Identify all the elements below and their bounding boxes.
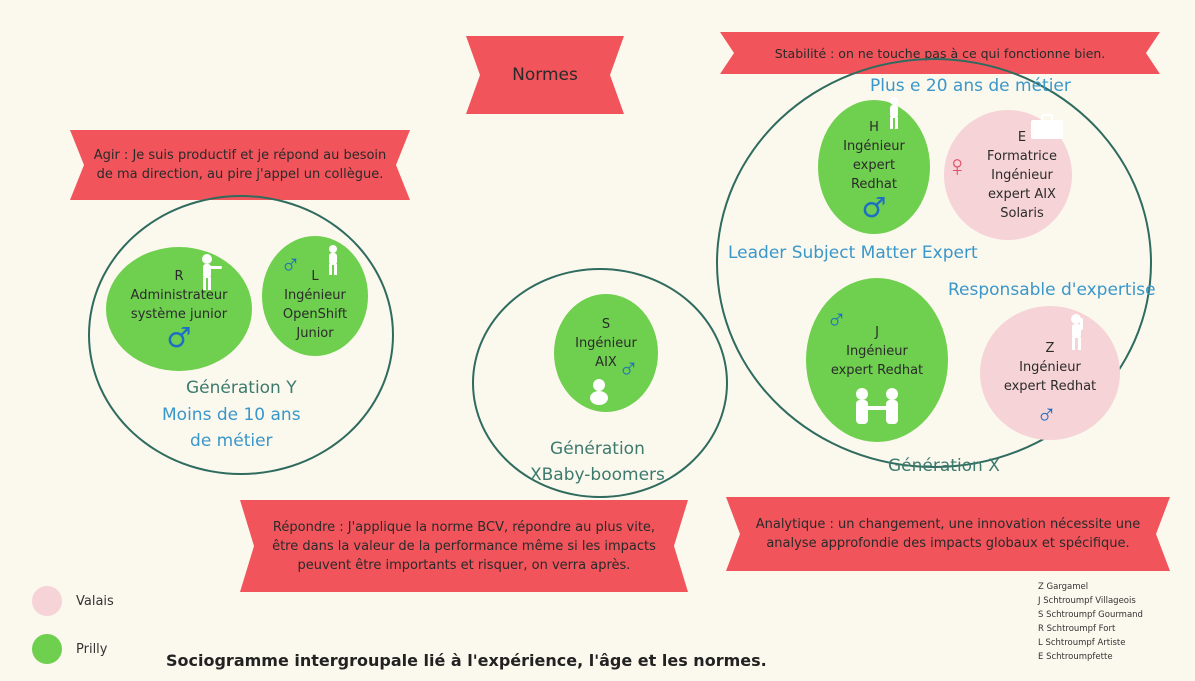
node-l: L Ingénieur OpenShift Junior [262,236,368,356]
node-z: Z Ingénieur expert Redhat [980,306,1120,440]
briefcase-icon [1031,114,1063,139]
person-standing-icon [890,97,898,129]
node-s: S Ingénieur AIX [554,294,658,412]
agir-banner: Agir : Je suis productif et je répond au… [70,130,410,200]
generation-x-label: Génération X [888,456,1000,476]
person-pointing-icon [202,254,222,290]
node-h-text: H Ingénieur expert Redhat [843,120,905,192]
x-experience-label: Plus e 20 ans de métier [870,76,1071,96]
female-icon: ♀ [946,150,969,183]
responsable-label: Responsable d'expertise [948,280,1156,300]
node-l-text: L Ingénieur OpenShift Junior [282,269,348,341]
page-title: Sociogramme intergroupale lié à l'expéri… [166,651,767,670]
legend-valais-label: Valais [76,594,114,609]
leader-label: Leader Subject Matter Expert [728,243,978,263]
legend-valais-dot [32,586,62,616]
key-item: Z Gargamel [1038,582,1089,592]
male-icon: ♂ [861,191,887,224]
node-e-text: E Formatrice Ingénieur expert AIX Solari… [987,129,1057,221]
generation-y-subtitle: Moins de 10 ans de métier [162,405,301,451]
node-r-text: R Administrateur système junior [130,268,228,322]
person-waving-icon [1071,314,1083,350]
repondre-banner: Répondre : J'applique la norme BCV, répo… [240,500,688,592]
handshake-icon [856,388,898,424]
male-icon: ♂ [280,248,301,279]
analytique-banner: Analytique : un changement, une innovati… [726,497,1170,571]
node-j-text: J Ingénieur expert Redhat [830,324,924,378]
baby-icon [590,379,608,405]
node-s-text: S Ingénieur AIX [575,316,637,370]
key-item: R Schtroumpf Fort [1038,624,1116,634]
key-list: Z Gargamel J Schtroumpf Villageois S Sch… [1038,580,1143,664]
key-item: L Schtroumpf Artiste [1038,638,1126,648]
male-icon: ♂ [618,352,639,383]
generation-x-circle [716,58,1152,468]
legend-prilly-dot [32,634,62,664]
person-standing-icon [329,245,337,275]
male-icon: ♂ [1036,398,1057,429]
key-item: J Schtroumpf Villageois [1038,596,1136,606]
node-h: H Ingénieur expert Redhat ♂ [818,100,930,234]
node-z-text: Z Ingénieur expert Redhat [1003,340,1097,394]
baby-boomers-label: Génération XBaby-boomers [530,439,665,485]
generation-y-circle [88,195,394,475]
legend-prilly-label: Prilly [76,642,108,657]
male-icon: ♂ [826,303,847,334]
normes-banner: Normes [466,36,624,114]
node-r: R Administrateur système junior ♂ [106,247,252,371]
male-icon: ♂ [166,320,192,354]
key-item: S Schtroumpf Gourmand [1038,610,1143,620]
key-item: E Schtroumpfette [1038,652,1113,662]
generation-y-label: Génération Y [186,378,297,398]
baby-boomers-circle [472,268,728,498]
node-j: J Ingénieur expert Redhat [806,278,948,442]
